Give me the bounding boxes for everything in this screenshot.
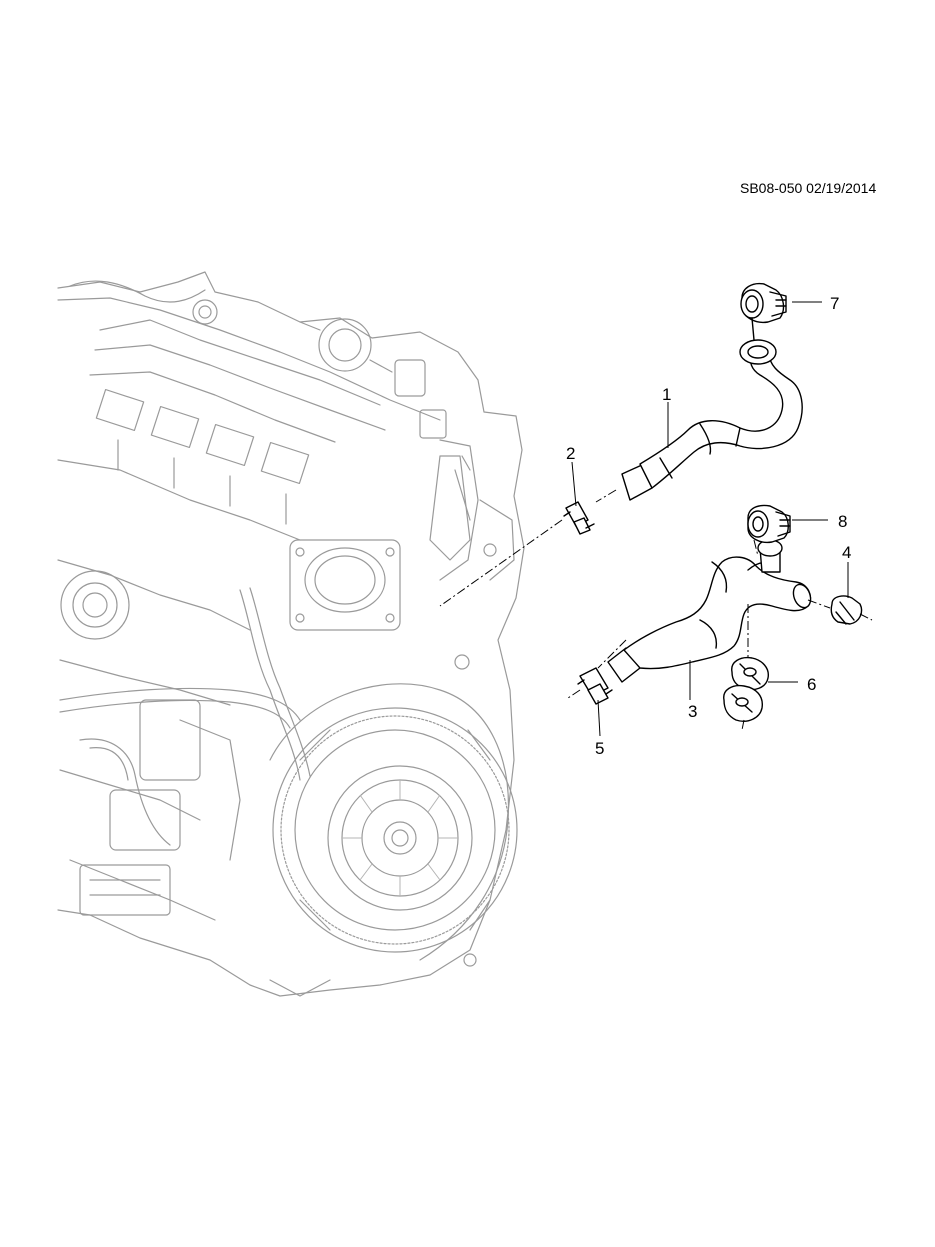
callout-labels: 1 2 3 4 5 6 7 8 [566,294,851,758]
part-2-clip [563,501,595,535]
callout-4: 4 [842,543,851,562]
part-3-lower-hose [607,539,812,683]
callout-5: 5 [595,739,604,758]
part-4-hose-clamp [830,595,863,625]
callout-1: 1 [662,385,671,404]
callout-8: 8 [838,512,847,531]
callout-6: 6 [807,675,816,694]
part-8-quick-connector [747,504,791,544]
assembly-lines [439,489,873,731]
engine-assembly-drawing [57,271,525,997]
diagram-reference-code: SB08-050 02/19/2014 [740,180,877,196]
part-5-clip [577,667,613,705]
callout-7: 7 [830,294,839,313]
callout-2: 2 [566,444,575,463]
part-1-upper-hose [621,339,803,501]
callout-3: 3 [688,702,697,721]
leader-lines [571,301,849,737]
part-6-double-clip [723,656,769,722]
part-7-quick-connector [740,282,787,341]
